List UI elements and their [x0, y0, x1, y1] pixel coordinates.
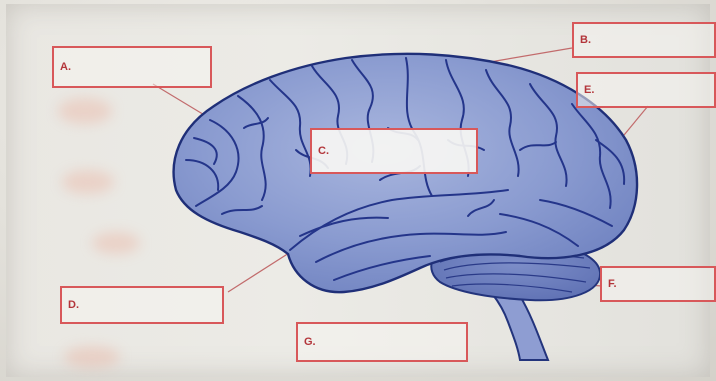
label-e: E. [584, 84, 594, 96]
label-d: D. [68, 299, 79, 311]
label-box-a[interactable]: A. [52, 46, 212, 88]
label-box-g[interactable]: G. [296, 322, 468, 362]
label-c: C. [318, 145, 329, 157]
label-box-d[interactable]: D. [60, 286, 224, 324]
label-b: B. [580, 34, 591, 46]
label-box-f[interactable]: F. [600, 266, 716, 302]
label-box-b[interactable]: B. [572, 22, 716, 58]
label-g: G. [304, 336, 316, 348]
label-box-e[interactable]: E. [576, 72, 716, 108]
label-box-c[interactable]: C. [310, 128, 478, 174]
label-f: F. [608, 278, 617, 290]
label-a: A. [60, 61, 71, 73]
